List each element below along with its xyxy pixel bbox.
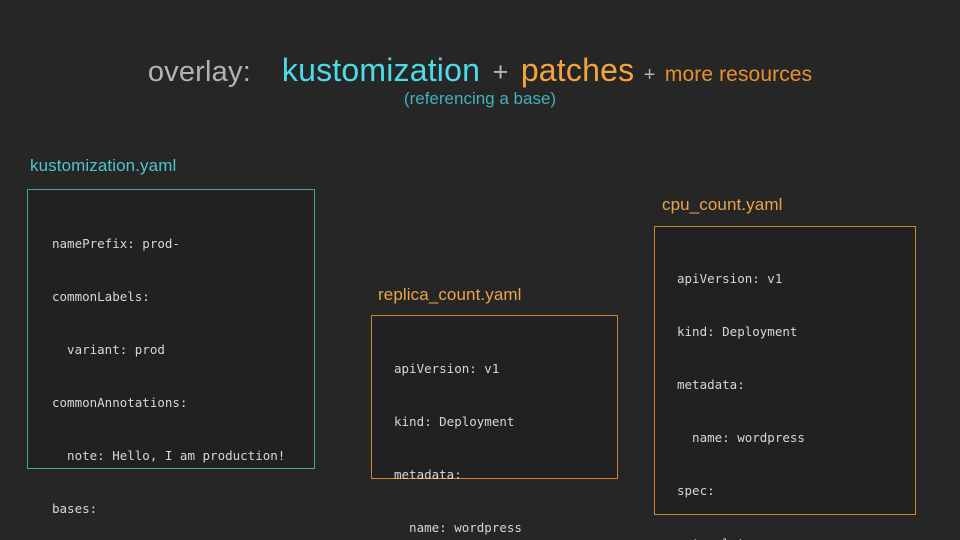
code-line: apiVersion: v1 xyxy=(394,361,500,376)
code-line: metadata: xyxy=(677,377,745,392)
code-content-kustomization-yaml: namePrefix: prod- commonLabels: variant:… xyxy=(52,202,314,540)
heading-plus-1: + xyxy=(492,57,509,87)
file-label-cpu-count-yaml: cpu_count.yaml xyxy=(662,195,783,214)
file-label-replica-count-yaml: replica_count.yaml xyxy=(378,285,522,304)
code-line: metadata: xyxy=(394,467,462,482)
code-line: template: xyxy=(677,532,915,540)
heading-term-kustomization: kustomization xyxy=(281,52,481,88)
heading-overlay-label: overlay: xyxy=(147,56,251,88)
code-box-kustomization-yaml: namePrefix: prod- commonLabels: variant:… xyxy=(27,189,315,516)
slide-heading: overlay: kustomization + patches + more … xyxy=(0,52,960,89)
code-line: variant: prod xyxy=(52,342,165,357)
heading-term-more-resources: more resources xyxy=(664,63,813,86)
code-line: note: Hello, I am production! xyxy=(52,448,286,463)
heading-term-patches: patches xyxy=(520,52,635,88)
file-label-kustomization-yaml: kustomization.yaml xyxy=(30,156,177,175)
code-line: apiVersion: v1 xyxy=(677,271,783,286)
code-box-replica-count-yaml: apiVersion: v1 kind: Deployment metadata… xyxy=(371,315,618,535)
code-line: namePrefix: prod- xyxy=(52,236,180,251)
code-line: kind: Deployment xyxy=(677,324,798,339)
code-line: commonLabels: xyxy=(52,289,150,304)
code-box-cpu-count-yaml: apiVersion: v1 kind: Deployment metadata… xyxy=(654,226,916,540)
code-line: spec: xyxy=(677,483,715,498)
code-content-cpu-count-yaml: apiVersion: v1 kind: Deployment metadata… xyxy=(677,237,915,540)
code-line: name: wordpress xyxy=(394,520,522,535)
code-line: commonAnnotations: xyxy=(52,395,188,410)
code-line: bases: xyxy=(52,501,98,516)
heading-plus-2: + xyxy=(643,64,656,86)
code-content-replica-count-yaml: apiVersion: v1 kind: Deployment metadata… xyxy=(394,327,617,540)
code-line: kind: Deployment xyxy=(394,414,515,429)
slide-subtitle: (referencing a base) xyxy=(403,89,557,108)
code-line: name: wordpress xyxy=(677,430,805,445)
